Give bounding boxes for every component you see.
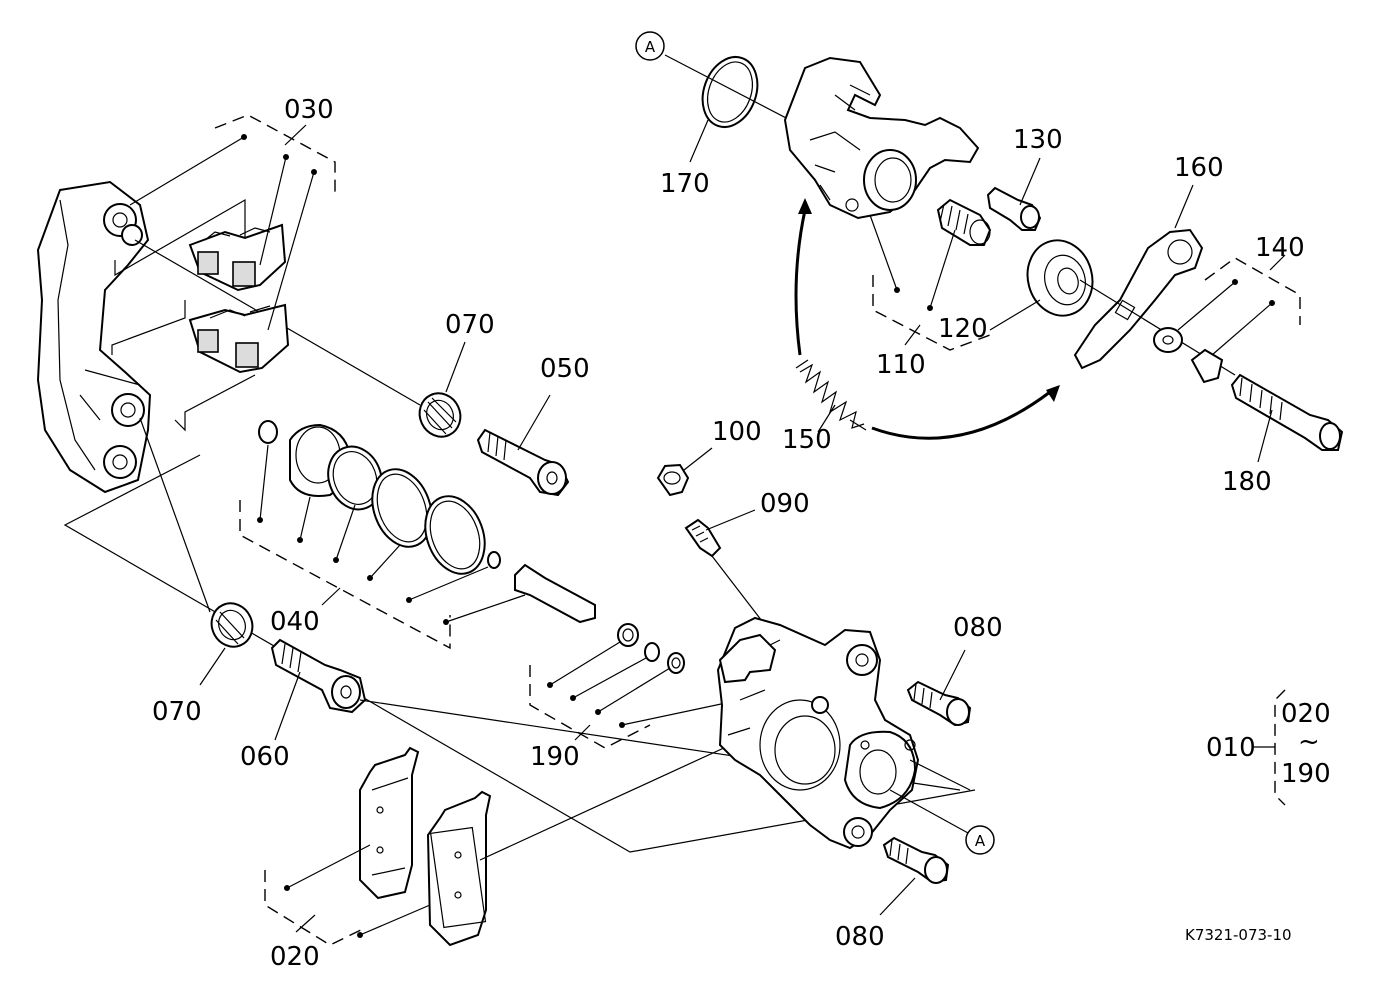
label-070-lower: 070 — [152, 697, 202, 727]
assembly-label: 010 — [1206, 733, 1256, 763]
caliper-body — [716, 616, 971, 850]
label-180: 180 — [1222, 467, 1272, 497]
svg-text:A: A — [975, 832, 986, 850]
label-190: 190 — [530, 742, 580, 772]
bolt-180 — [1230, 373, 1344, 463]
label-140: 140 — [1255, 233, 1305, 263]
reference-code: K7321-073-10 — [1185, 926, 1292, 944]
spring-adjuster-110 — [936, 198, 992, 246]
seal-190-group — [529, 641, 741, 749]
assembly-range-sep: ~ — [1298, 727, 1320, 757]
assembly-range-bracket — [1252, 689, 1286, 806]
pad-clip-kit-030 — [188, 223, 290, 374]
lever-140-group — [1153, 254, 1301, 384]
caliper-bracket — [36, 180, 152, 494]
callout-marker-top: A — [635, 31, 665, 61]
arrow-right-icon — [871, 390, 1051, 440]
actuator-housing-110 — [783, 56, 980, 220]
spring-150 — [794, 198, 1060, 440]
guide-pin-050 — [476, 394, 570, 497]
label-110: 110 — [876, 350, 926, 380]
bolt-080-lower — [879, 836, 950, 916]
piston-040-group — [239, 444, 526, 650]
label-090: 090 — [760, 489, 810, 519]
label-120: 120 — [938, 314, 988, 344]
label-030: 030 — [284, 95, 334, 125]
label-060: 060 — [240, 742, 290, 772]
label-100: 100 — [712, 417, 762, 447]
label-040: 040 — [270, 607, 320, 637]
label-150: 150 — [782, 425, 832, 455]
bolt-130 — [986, 157, 1042, 231]
label-130: 130 — [1013, 125, 1063, 155]
piston-seal-kit-040 — [258, 420, 596, 624]
assembly-range-start: 020 — [1281, 699, 1331, 729]
boot-070-upper — [418, 341, 466, 438]
callout-marker-bottom: A — [965, 825, 995, 855]
brake-pad-set-020 — [359, 746, 492, 947]
bleeder-cap-100 — [656, 447, 713, 497]
bearing-120 — [989, 239, 1094, 331]
svg-text:A: A — [645, 38, 656, 56]
arrow-up-icon — [794, 209, 807, 356]
label-020: 020 — [270, 942, 320, 972]
label-080-lower: 080 — [835, 922, 885, 952]
bracket-030-group — [129, 114, 336, 331]
label-070-upper: 070 — [445, 310, 495, 340]
actuator-110-group — [869, 214, 991, 351]
bolt-080-upper — [906, 649, 972, 727]
assembly-range-end: 190 — [1281, 759, 1331, 789]
label-050: 050 — [540, 354, 590, 384]
label-160: 160 — [1174, 153, 1224, 183]
label-080-upper: 080 — [953, 613, 1003, 643]
boot-070-lower — [199, 602, 254, 686]
label-170: 170 — [660, 169, 710, 199]
seal-kit-190 — [617, 623, 685, 674]
